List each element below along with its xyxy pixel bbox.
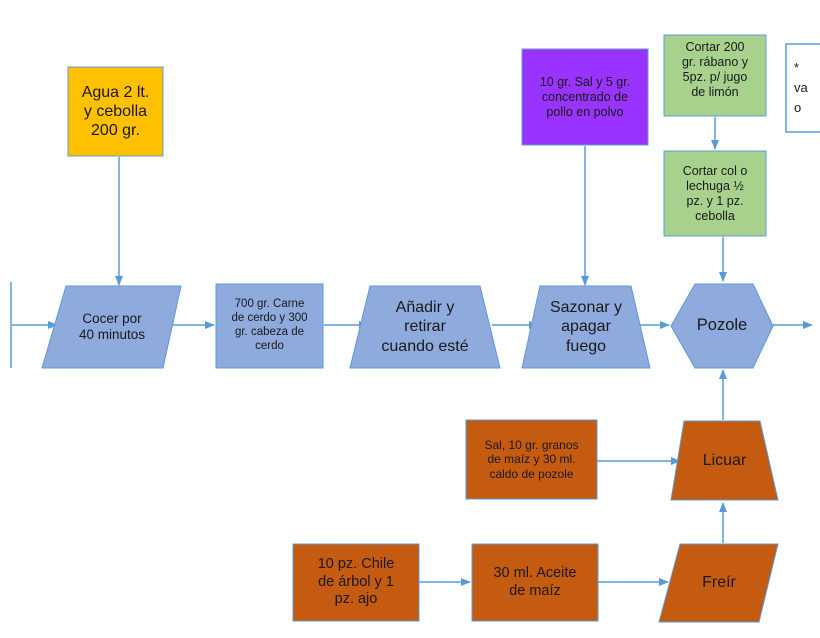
node-sal-granos-shape xyxy=(465,419,598,500)
node-licuar-shape xyxy=(670,420,779,501)
node-sazonar-shape xyxy=(521,285,651,369)
node-pozole-shape xyxy=(670,283,774,369)
node-cortar-col-shape xyxy=(663,150,767,237)
node-cortar-rabano-shape xyxy=(663,34,767,117)
node-chile-shape xyxy=(292,543,420,622)
note-box-shape xyxy=(785,43,820,133)
node-aceite-shape xyxy=(471,543,599,622)
node-anadir-shape xyxy=(349,285,501,369)
node-sal-concentrado-shape xyxy=(521,48,649,146)
node-carne-shape xyxy=(215,283,324,369)
node-freir-shape xyxy=(658,543,779,623)
node-agua-shape xyxy=(67,66,164,157)
connectors xyxy=(12,117,813,586)
node-cocer-shape xyxy=(41,285,182,369)
